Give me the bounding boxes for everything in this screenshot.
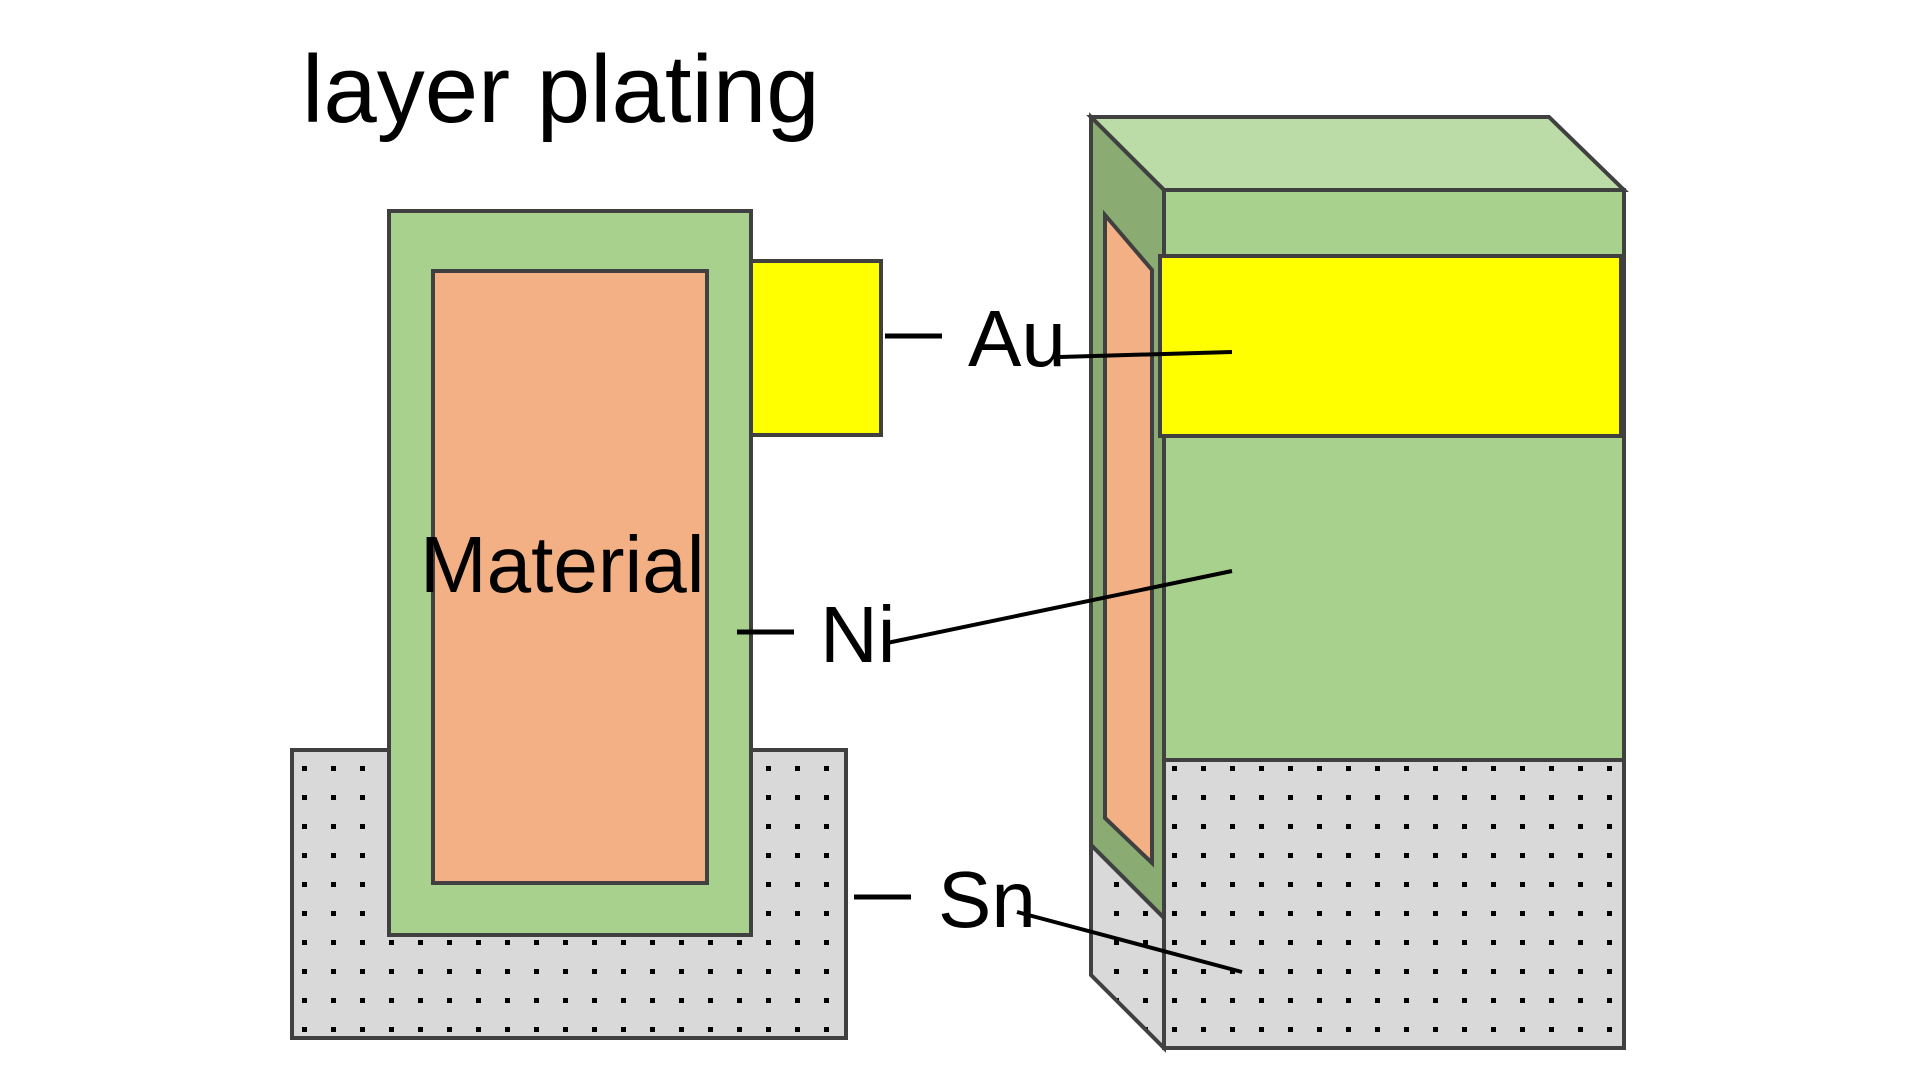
block-3d-view bbox=[1086, 112, 1629, 1053]
block-front-gold bbox=[1158, 254, 1623, 438]
material-core-cross-section bbox=[431, 269, 709, 885]
au-label: Au bbox=[968, 294, 1066, 383]
au-leader-line bbox=[1059, 350, 1233, 359]
sn-leader-line bbox=[1016, 910, 1243, 974]
diagram-title: layer plating bbox=[302, 36, 820, 143]
gold-layer-cross-section bbox=[749, 259, 883, 437]
ni-label: Ni bbox=[820, 590, 896, 679]
sn-label: Sn bbox=[938, 855, 1036, 944]
block-side-material bbox=[1103, 209, 1154, 868]
block-top-face bbox=[1086, 115, 1629, 192]
block-front-tin bbox=[1162, 758, 1626, 1050]
ni-leader-line bbox=[886, 569, 1233, 645]
material-label: Material bbox=[420, 520, 705, 609]
cross-section-view: Material bbox=[290, 209, 883, 1040]
